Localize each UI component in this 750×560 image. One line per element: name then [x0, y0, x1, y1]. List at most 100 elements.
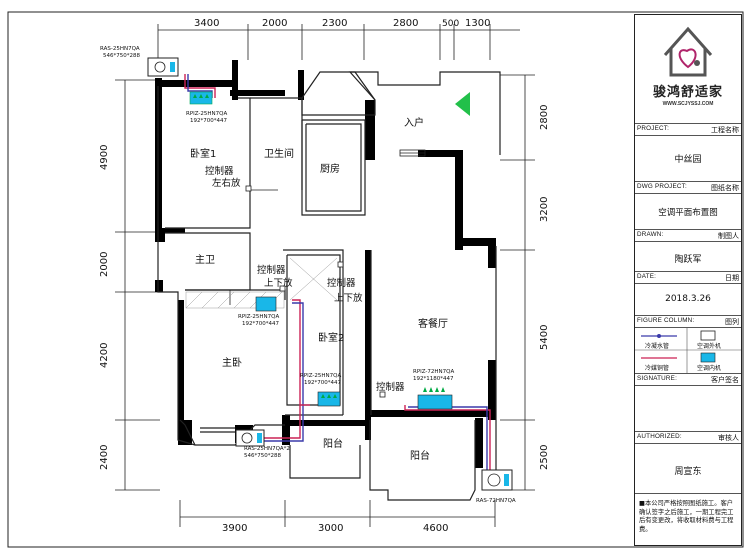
- drafter-value: 陶跃军: [674, 255, 702, 265]
- controller-label-master: 控制器: [257, 264, 286, 276]
- controller-label-bedroom1: 控制器: [205, 165, 234, 177]
- outdoor-unit-top: [147, 57, 179, 77]
- legend-indoor: 空调内机: [697, 365, 722, 372]
- ou-top-size: 546*750*288: [103, 53, 140, 59]
- page-frame: [7, 11, 744, 548]
- date-label-row: DATE: 日期: [635, 271, 741, 283]
- room-master-bedroom: 主卧: [222, 356, 242, 369]
- iu-bedroom1-size: 192*700*447: [190, 118, 227, 124]
- dimension-lines-right: [500, 74, 535, 491]
- drafter-label: DRAWN:: [637, 231, 664, 238]
- room-bedroom1: 卧室1: [190, 147, 216, 160]
- logo-text: 骏鸿舒适家: [652, 85, 723, 100]
- date-label: DATE:: [637, 273, 657, 280]
- date-value-row: 2018.3.26: [635, 283, 741, 315]
- legend-body: 冷凝水管 空调外机 冷媒铜管 空调内机: [635, 327, 741, 374]
- room-living-dining: 客餐厅: [418, 317, 448, 330]
- dim-bottom-1: 3900: [222, 523, 247, 534]
- iu-bedroom1-model: RPIZ-25HN7QA: [186, 111, 227, 117]
- legend-label-cn: 图列: [725, 318, 739, 326]
- controller-label-bedroom2: 控制器: [327, 277, 356, 289]
- project-label-row: PROJECT: 工程名称: [635, 123, 741, 135]
- iu-bedroom2-size: 192*700*447: [304, 380, 341, 386]
- approver-label: AUTHORIZED:: [637, 433, 682, 440]
- dim-top-6: 1300: [465, 18, 490, 29]
- indoor-unit-bedroom2: [317, 391, 341, 407]
- signature-label-row: SIGNATURE: 客户签名: [635, 373, 741, 385]
- indoor-unit-bedroom1: [189, 91, 213, 105]
- iu-master-size: 192*700*447: [242, 321, 279, 327]
- logo-url: WWW.SCJYSSJ.COM: [662, 101, 714, 107]
- dimension-lines-bottom: [179, 500, 496, 527]
- iu-living-model: RPIZ-72HN7QA: [413, 369, 454, 375]
- approver-value: 周宣东: [674, 467, 702, 477]
- room-entrance: 入户: [404, 116, 424, 129]
- room-balcony2: 阳台: [410, 449, 430, 462]
- indoor-unit-living: [417, 387, 453, 410]
- legend-refrigerant: 冷媒铜管: [645, 365, 670, 372]
- house-heart-icon: [663, 26, 713, 77]
- drafter-label-cn: 制图人: [718, 232, 739, 240]
- controller-pos-bedroom2: 上下放: [334, 292, 363, 304]
- drawing-value-row: 空调平面布置图: [635, 193, 741, 229]
- drawing-label-row: DWG PROJECT: 图纸名称: [635, 181, 741, 193]
- room-master-bath: 主卫: [195, 254, 215, 266]
- dim-top-1: 3400: [194, 18, 219, 29]
- ou-bottomleft-size: 546*750*288: [244, 453, 281, 459]
- door-swings: [229, 149, 426, 305]
- legend-symbols: [635, 328, 741, 374]
- project-label-cn: 工程名称: [711, 126, 739, 134]
- drawing-label-cn: 图纸名称: [711, 184, 739, 192]
- dim-left-2: 2000: [99, 252, 110, 277]
- dim-right-4: 2500: [539, 445, 550, 470]
- legend-outdoor: 空调外机: [697, 343, 722, 350]
- note-row: ■本公司严格按照图纸施工。客户确认签字之后施工，一期工程完工后有变更改，将收取材…: [635, 493, 741, 545]
- iu-bedroom2-model: RPIZ-25HN7QA: [300, 373, 341, 379]
- dim-bottom-3: 4600: [423, 523, 448, 534]
- room-bathroom: 卫生间: [264, 147, 294, 160]
- approver-value-row: 周宣东: [635, 443, 741, 493]
- date-label-cn: 日期: [725, 274, 739, 282]
- dim-right-3: 5400: [539, 325, 550, 350]
- dimension-lines-left: [115, 79, 160, 491]
- date-value: 2018.3.26: [665, 294, 711, 304]
- outdoor-unit-bottom-left: [235, 429, 265, 447]
- drawing-value: 空调平面布置图: [658, 208, 718, 218]
- legend-water: 冷凝水管: [645, 343, 670, 350]
- ou-top-model: RAS-25HN7QA: [100, 46, 140, 52]
- legend-label-row: FIGURE COLUMN: 图列: [635, 315, 741, 327]
- drafter-label-row: DRAWN: 制图人: [635, 229, 741, 241]
- room-balcony1: 阳台: [323, 437, 343, 450]
- signature-label-cn: 客户签名: [711, 376, 739, 384]
- dim-top-3: 2300: [322, 18, 347, 29]
- signature-value-row: [635, 385, 741, 431]
- room-bedroom2: 卧室2: [318, 331, 344, 344]
- dim-top-4: 2800: [393, 18, 418, 29]
- room-kitchen: 厨房: [320, 162, 340, 175]
- drawing-label: DWG PROJECT:: [637, 183, 687, 190]
- project-value-row: 中丝园: [635, 135, 741, 181]
- controllers: [245, 185, 386, 398]
- dim-left-4: 2400: [99, 445, 110, 470]
- controller-pos-bedroom1: 左右放: [212, 177, 241, 189]
- approver-label-cn: 审核人: [718, 434, 739, 442]
- dim-top-2: 2000: [262, 18, 287, 29]
- entrance-arrow: [455, 92, 470, 116]
- project-label: PROJECT:: [637, 125, 670, 132]
- indoor-unit-master: [255, 296, 277, 312]
- iu-living-size: 192*1180*447: [413, 376, 454, 382]
- project-value: 中丝园: [674, 155, 702, 165]
- legend-label: FIGURE COLUMN:: [637, 317, 695, 324]
- note-text: ■本公司严格按照图纸施工。客户确认签字之后施工，一期工程完工后有变更改，将收取材…: [639, 500, 734, 533]
- ou-bottomleft-model: RAS-25HN7QA*2: [244, 446, 290, 452]
- dim-bottom-2: 3000: [318, 523, 343, 534]
- dim-left-3: 4200: [99, 343, 110, 368]
- pipe-routing: [184, 74, 491, 470]
- drafter-value-row: 陶跃军: [635, 241, 741, 271]
- dimension-lines-top: [157, 24, 520, 60]
- dim-right-1: 2800: [539, 105, 550, 130]
- controller-label-living: 控制器: [376, 381, 405, 393]
- ou-bottomright-model: RAS-72HN7QA: [476, 498, 516, 504]
- dim-top-5: 500: [442, 19, 459, 29]
